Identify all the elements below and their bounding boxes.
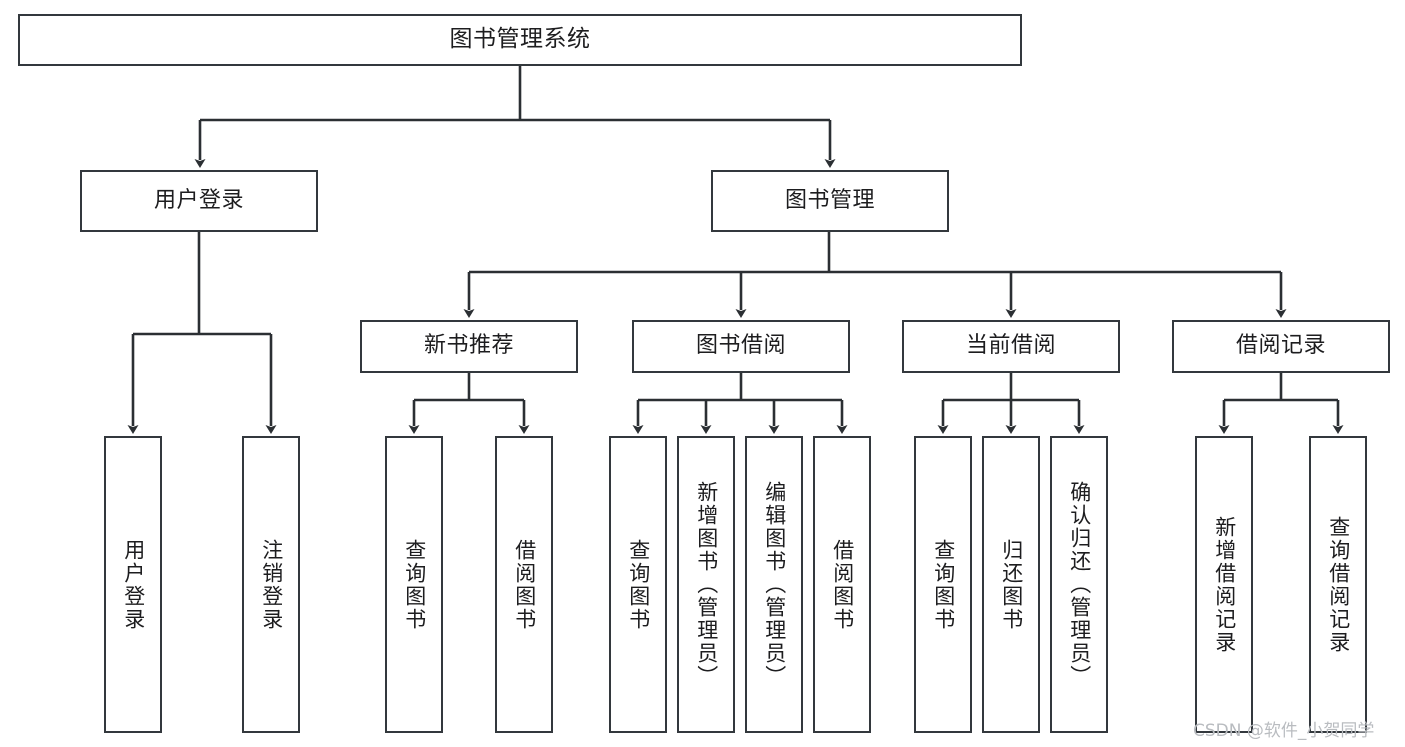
leaf-borrow-book-recommend[interactable]: 借阅图书 <box>495 436 553 733</box>
node-label: 用户登录 <box>153 187 244 213</box>
node-label: 查询图书 <box>626 538 651 631</box>
node-label: 编辑图书（管理员） <box>762 481 787 688</box>
node-user-login[interactable]: 用户登录 <box>80 170 318 232</box>
node-label: 查询借阅记录 <box>1326 515 1351 654</box>
node-current-borrow[interactable]: 当前借阅 <box>902 320 1120 373</box>
node-label: 确认归还（管理员） <box>1067 481 1092 688</box>
csdn-watermark: CSDN @软件_小贺同学 <box>1193 721 1375 741</box>
node-root-book-management-system[interactable]: 图书管理系统 <box>18 14 1022 66</box>
leaf-edit-book-admin[interactable]: 编辑图书（管理员） <box>745 436 803 733</box>
leaf-query-borrow-record[interactable]: 查询借阅记录 <box>1309 436 1367 733</box>
node-label: 查询图书 <box>931 538 956 631</box>
leaf-query-book-current[interactable]: 查询图书 <box>914 436 972 733</box>
node-label: 用户登录 <box>121 538 146 631</box>
node-label: 当前借阅 <box>965 333 1056 359</box>
node-label: 图书管理系统 <box>449 26 591 53</box>
node-label: 借阅图书 <box>512 538 537 631</box>
node-label: 图书管理 <box>784 187 875 213</box>
leaf-logout-login[interactable]: 注销登录 <box>242 436 300 733</box>
leaf-add-book-admin[interactable]: 新增图书（管理员） <box>677 436 735 733</box>
node-book-borrow[interactable]: 图书借阅 <box>632 320 850 373</box>
leaf-query-book-recommend[interactable]: 查询图书 <box>385 436 443 733</box>
node-label: 借阅记录 <box>1235 333 1326 359</box>
node-label: 新增图书（管理员） <box>694 481 719 688</box>
node-book-management[interactable]: 图书管理 <box>711 170 949 232</box>
node-borrow-record[interactable]: 借阅记录 <box>1172 320 1390 373</box>
node-label: 新增借阅记录 <box>1212 515 1237 654</box>
node-label: 注销登录 <box>259 538 284 631</box>
node-label: 图书借阅 <box>695 333 786 359</box>
leaf-user-login[interactable]: 用户登录 <box>104 436 162 733</box>
node-label: 新书推荐 <box>423 333 514 359</box>
leaf-return-book[interactable]: 归还图书 <box>982 436 1040 733</box>
leaf-borrow-book[interactable]: 借阅图书 <box>813 436 871 733</box>
leaf-confirm-return-admin[interactable]: 确认归还（管理员） <box>1050 436 1108 733</box>
leaf-add-borrow-record[interactable]: 新增借阅记录 <box>1195 436 1253 733</box>
node-label: 归还图书 <box>999 538 1024 631</box>
node-label: 查询图书 <box>402 538 427 631</box>
node-label: 借阅图书 <box>830 538 855 631</box>
node-new-book-recommend[interactable]: 新书推荐 <box>360 320 578 373</box>
leaf-query-book-borrow[interactable]: 查询图书 <box>609 436 667 733</box>
